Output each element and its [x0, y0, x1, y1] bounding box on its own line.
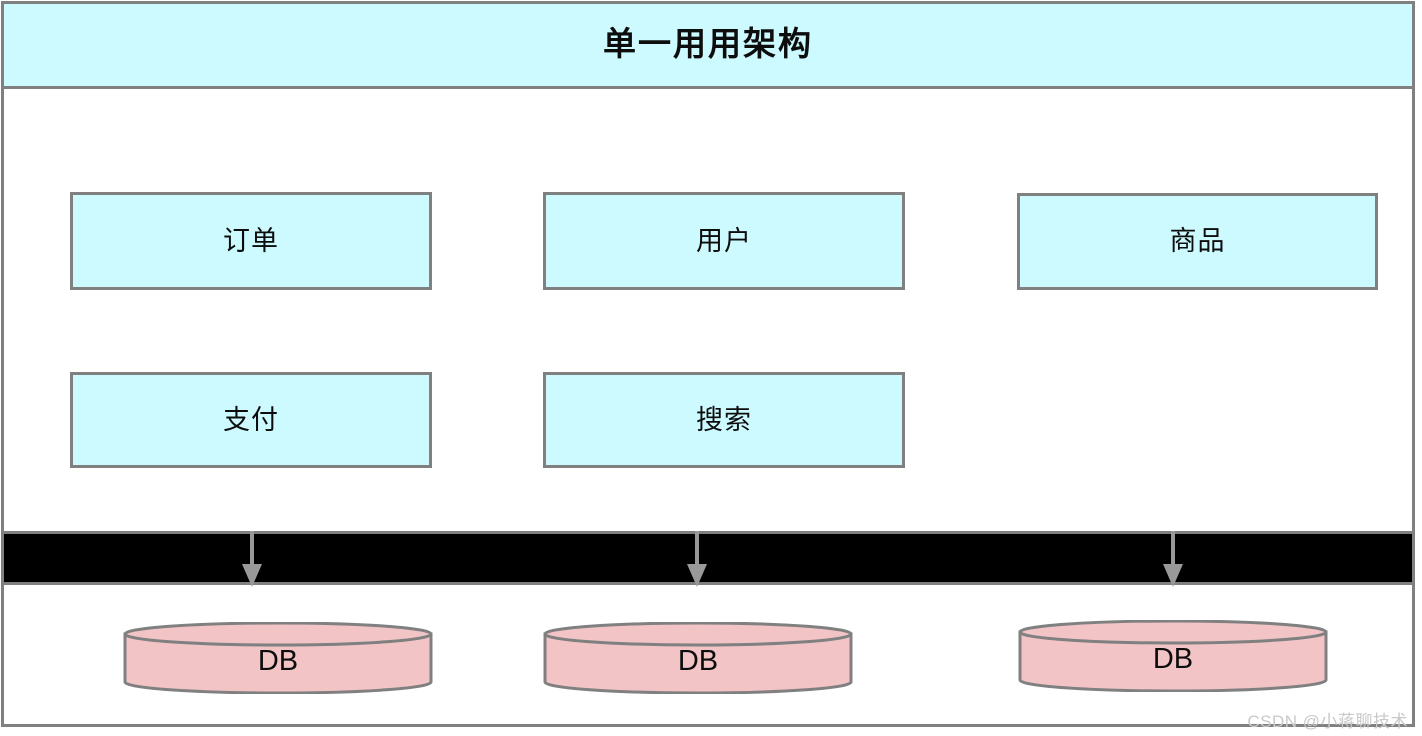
service-box-label: 商品: [1169, 226, 1226, 256]
service-box-label: 用户: [696, 225, 752, 256]
service-box-order[interactable]: 订单: [70, 192, 432, 290]
page-title: 单一用用架构: [603, 24, 813, 62]
database-cylinder-1[interactable]: DB: [123, 622, 433, 694]
database-cylinder-3[interactable]: DB: [1018, 620, 1328, 692]
service-box-label: 搜索: [696, 404, 752, 435]
service-box-search[interactable]: 搜索: [543, 372, 905, 468]
service-box-payment[interactable]: 支付: [70, 372, 432, 468]
database-cylinder-2[interactable]: DB: [543, 622, 853, 694]
arrow-down-icon-middle: [684, 531, 710, 587]
database-label: DB: [1152, 642, 1194, 675]
database-label: DB: [257, 644, 299, 677]
service-box-product[interactable]: 商品: [1017, 193, 1378, 290]
arrow-down-icon-right: [1160, 531, 1186, 587]
separator-bar: [4, 531, 1412, 585]
service-box-label: 订单: [223, 225, 279, 256]
watermark: CSDN @小蒋聊技术: [1247, 712, 1408, 731]
service-box-label: 支付: [223, 404, 279, 435]
diagram-title-band: 单一用用架构: [4, 4, 1412, 89]
database-label: DB: [677, 644, 719, 677]
service-box-user[interactable]: 用户: [543, 192, 905, 290]
arrow-down-icon-left: [239, 531, 265, 587]
